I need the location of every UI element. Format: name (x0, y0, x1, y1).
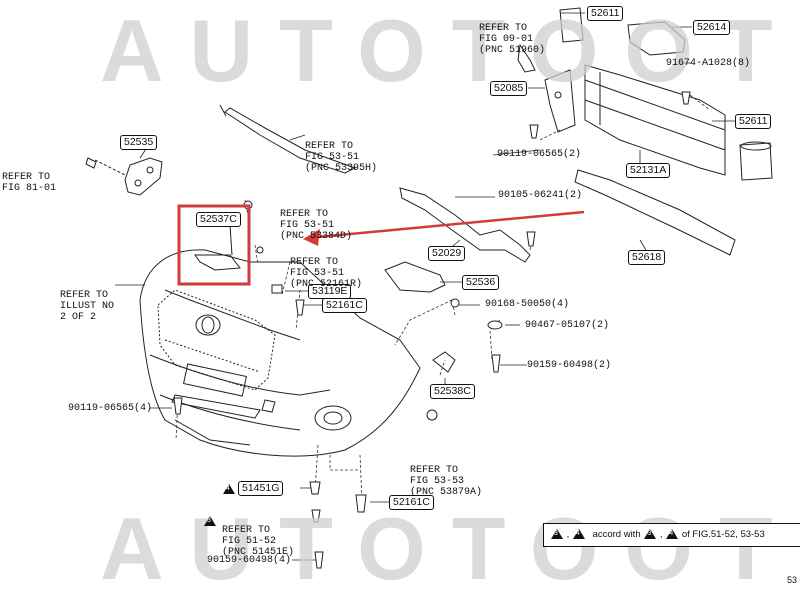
part-52614: 52614 (693, 20, 731, 35)
part-52618: 52618 (628, 250, 666, 265)
part-51451G: 51451G (238, 481, 284, 496)
part-90105-06241: 90105-06241(2) (498, 190, 583, 201)
fog-lamp-opening (314, 405, 352, 431)
retainer-52538C (432, 351, 456, 373)
watermark-top: AUTOTOOT (100, 1, 799, 100)
reinforcement-52131A (584, 64, 726, 176)
pad-52611-right (739, 142, 773, 181)
support-52029 (399, 187, 531, 263)
grille (157, 289, 276, 391)
part-90168-50050: 90168-50050(4) (485, 299, 570, 310)
part-52085: 52085 (490, 81, 528, 96)
watermark-bottom: AUTOTOOT (100, 499, 799, 598)
legend-text-accord: accord with (592, 529, 641, 540)
part-52535: 52535 (120, 135, 158, 150)
bracket-52085 (544, 69, 576, 133)
bracket-52536 (384, 261, 446, 293)
highlight-box (177, 204, 251, 286)
part-90119-06565-right: 90119-06565(2) (497, 149, 582, 160)
legend-triangle-4: 4 (572, 529, 585, 540)
part-52161C-top: 52161C (322, 298, 367, 313)
part-91674-A1028: 91674-A1028(8) (666, 58, 751, 69)
part-53119E: 53119E (308, 284, 352, 299)
page-number: 53 (787, 575, 798, 585)
caution-triangle-4: 4 (222, 480, 236, 498)
part-90159-60498-right: 90159-60498(2) (527, 360, 612, 371)
legend-triangle-3b: 3 (644, 529, 657, 540)
part-52611-right: 52611 (735, 114, 772, 129)
part-90119-06565-left: 90119-06565(4) (68, 403, 153, 414)
bumper-cover-outline (139, 249, 421, 457)
legend-triangle-3: 3 (551, 529, 563, 540)
legend-text-fig: of FIG.51-52, 53-53 (681, 529, 765, 540)
bracket-52537C (194, 254, 241, 271)
absorber-52618 (574, 169, 736, 256)
part-52538C: 52538C (430, 384, 475, 399)
retainer-strip (224, 107, 357, 174)
part-90467-05107: 90467-05107(2) (525, 320, 610, 331)
part-52536: 52536 (462, 275, 500, 290)
legend-box: 3 , 4 accord with 3 , 4 of FIG.51-52, 53… (543, 523, 800, 547)
part-52611-top: 52611 (587, 6, 624, 21)
highlight-arrow (317, 210, 585, 239)
bracket-52535 (124, 157, 163, 196)
part-52537C: 52537C (196, 212, 241, 227)
part-52131A: 52131A (626, 163, 671, 178)
pad-52611-top (559, 7, 584, 43)
part-52029: 52029 (428, 246, 466, 261)
emblem (195, 314, 221, 336)
legend-triangle-4b: 4 (666, 529, 679, 540)
bracket-52614 (627, 21, 686, 56)
part-90159-60498-bottom: 90159-60498(4) (207, 555, 292, 566)
caution-triangle-3: 3 (203, 512, 217, 530)
part-52161C-bottom: 52161C (389, 495, 434, 510)
